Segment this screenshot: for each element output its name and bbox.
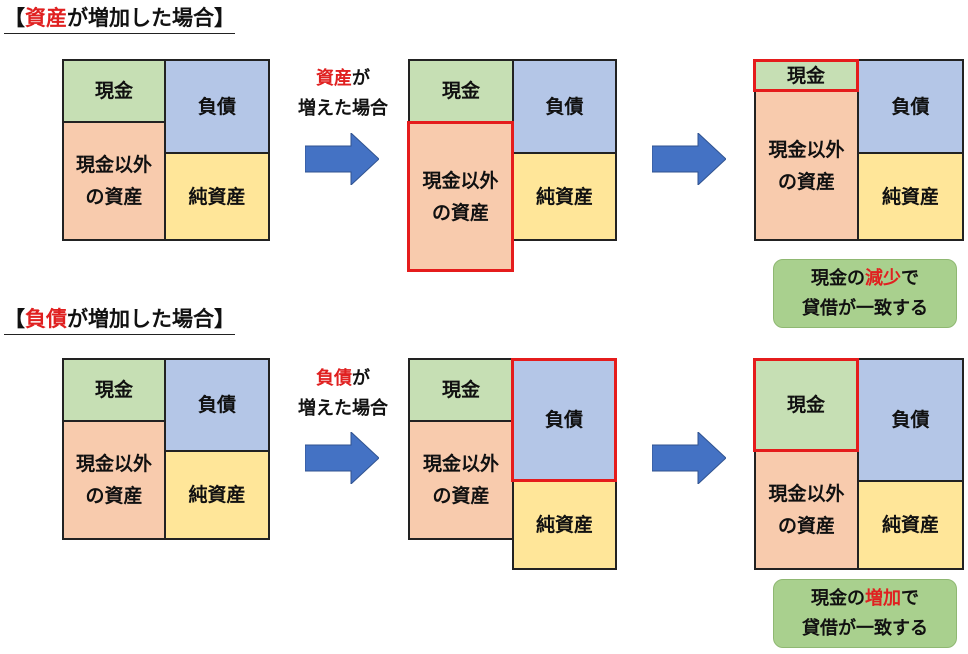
section-title-liability-increase: 【負債が増加した場合】 <box>4 305 235 335</box>
block-noncash-assets: 現金以外の資産 <box>62 420 166 540</box>
right-arrow-icon <box>305 133 379 185</box>
block-liabilities: 負債 <box>857 59 964 154</box>
right-arrow-icon <box>652 133 726 185</box>
title-bracket-close: 】 <box>214 6 235 30</box>
block-liabilities: 負債 <box>164 358 270 452</box>
block-liabilities: 負債 <box>164 59 270 154</box>
block-equity: 純資産 <box>512 152 617 241</box>
block-cash: 現金 <box>62 358 166 422</box>
block-cash-highlighted: 現金 <box>753 59 859 92</box>
block-noncash-assets: 現金以外の資産 <box>754 90 859 241</box>
block-cash: 現金 <box>408 358 514 422</box>
title-bracket-open: 【 <box>4 6 25 30</box>
block-cash: 現金 <box>408 59 514 123</box>
block-liabilities: 負債 <box>857 358 964 482</box>
arrow-label: 負債が増えた場合 <box>298 368 388 419</box>
block-noncash-assets: 現金以外の資産 <box>408 420 514 540</box>
title-bracket-open: 【 <box>4 307 25 331</box>
block-cash: 現金 <box>62 59 166 123</box>
section-title-asset-increase: 【資産が増加した場合】 <box>4 4 235 34</box>
result-note: 現金の減少で 貸借が一致する <box>773 259 957 328</box>
block-equity: 純資産 <box>164 152 270 241</box>
title-highlight: 資産 <box>25 6 67 30</box>
right-arrow-icon <box>305 432 379 484</box>
title-rest: が増加した場合 <box>67 6 214 30</box>
block-equity: 純資産 <box>164 450 270 540</box>
right-arrow-icon <box>652 432 726 484</box>
block-equity: 純資産 <box>857 152 964 241</box>
block-liabilities-highlighted: 負債 <box>511 358 617 482</box>
title-rest: が増加した場合 <box>67 307 214 331</box>
block-noncash-assets-highlighted: 現金以外の資産 <box>407 121 514 272</box>
block-noncash-assets: 現金以外の資産 <box>754 450 859 570</box>
title-bracket-close: 】 <box>214 307 235 331</box>
block-liabilities: 負債 <box>512 59 617 154</box>
block-equity: 純資産 <box>512 480 617 570</box>
block-equity: 純資産 <box>857 480 964 570</box>
block-cash-highlighted: 現金 <box>753 358 859 452</box>
result-note: 現金の増加で 貸借が一致する <box>773 579 957 648</box>
arrow-label: 資産が増えた場合 <box>298 68 388 119</box>
title-highlight: 負債 <box>25 307 67 331</box>
block-noncash-assets: 現金以外の資産 <box>62 121 166 241</box>
